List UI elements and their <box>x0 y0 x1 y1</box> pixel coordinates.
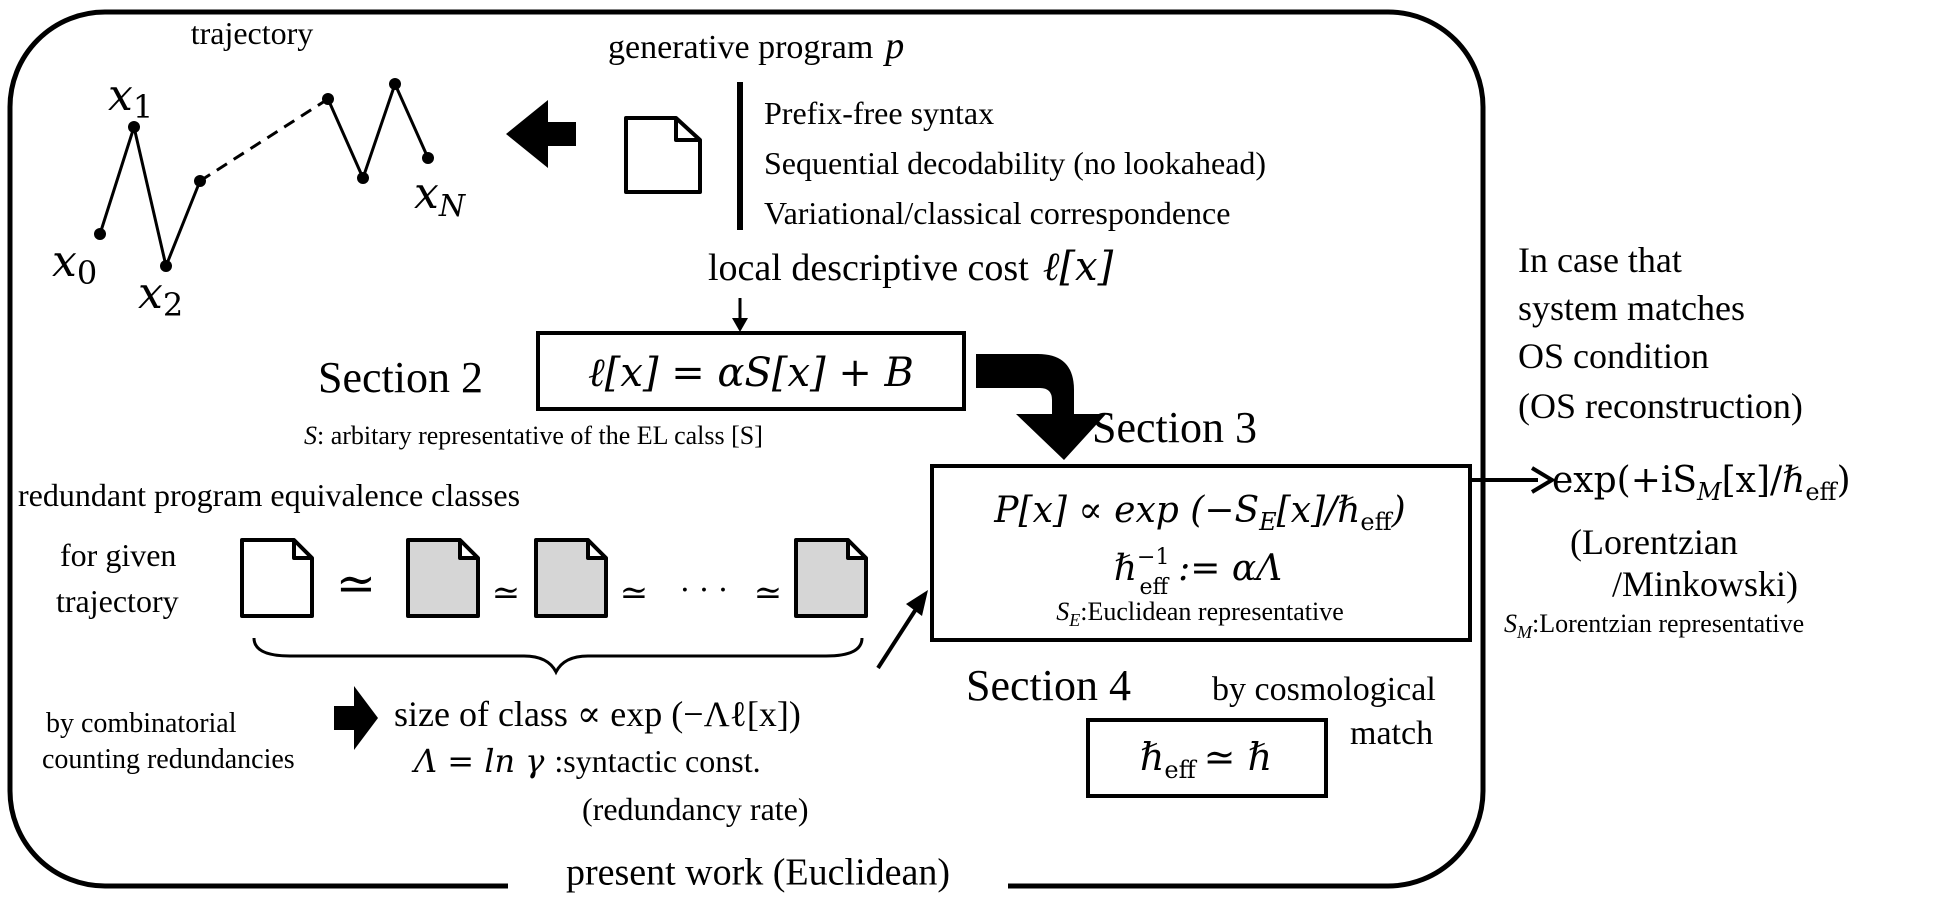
trajectory-point <box>322 93 334 105</box>
lorentzian-label-1: (Lorentzian <box>1570 522 1738 562</box>
redundancy-to-section3-arrow-head <box>906 590 928 616</box>
case-line-2: system matches <box>1518 288 1745 328</box>
case-line-4: (OS reconstruction) <box>1518 386 1803 426</box>
trajectory-point <box>357 172 369 184</box>
lambda-definition: Λ = ln γ:syntactic const. <box>411 742 761 780</box>
case-line-1: In case that <box>1518 240 1682 280</box>
trajectory-point <box>94 228 106 240</box>
section4-by-text-2: match <box>1350 715 1433 752</box>
counting-line-2: counting redundancies <box>42 744 295 775</box>
trajectory-point <box>128 121 140 133</box>
cost-down-arrow-head <box>732 318 748 332</box>
section4-formula-box <box>1086 718 1328 798</box>
for-given-line-2: trajectory <box>56 583 179 619</box>
lorentzian-formula: exp(+iSM[x]/ℏeff) <box>1552 460 1851 506</box>
section4-title: Section 4 <box>966 661 1131 710</box>
case-line-3: OS condition <box>1518 336 1709 376</box>
trajectory-point <box>422 152 434 164</box>
simeq-symbol: ≃ <box>492 573 521 613</box>
redundant-document-icon <box>406 538 480 618</box>
condition-prefix-free: Prefix-free syntax <box>764 95 994 131</box>
trajectory-point <box>194 175 206 187</box>
label-x2: x2 <box>138 268 183 324</box>
redundancy-title: redundant program equivalence classes <box>18 477 520 513</box>
frame-label-gap <box>508 870 1008 900</box>
section4-formula: ℏeff≃ ℏ <box>1140 735 1272 784</box>
section3-title: Section 3 <box>1092 403 1257 452</box>
redundant-document-icon <box>534 538 608 618</box>
section2-formula-box <box>536 331 966 411</box>
lorentzian-label-2: /Minkowski) <box>1612 564 1798 604</box>
equivalence-brace <box>252 637 864 676</box>
program-document-icon <box>624 116 702 194</box>
dots-symbol: · · · <box>680 573 728 608</box>
os-reconstruction-arrow-head <box>1530 466 1556 494</box>
trajectory-point <box>160 260 172 272</box>
trajectory-path <box>98 79 430 272</box>
simeq-symbol: ≃ <box>620 573 649 613</box>
section3-formula-main: P[x] ∝ exp (−SE[x]/ℏeff) <box>993 490 1405 536</box>
generate-arrow <box>506 100 576 168</box>
size-of-class-formula: size of class ∝ exp (−Λℓ[x]) <box>394 694 801 734</box>
lorentzian-note: SM:Lorentzian representative <box>1504 609 1804 642</box>
program-document-icon <box>240 538 314 618</box>
lambda-note-2: (redundancy rate) <box>582 791 809 827</box>
trajectory-point <box>389 78 401 90</box>
trajectory-title: trajectory <box>191 15 314 51</box>
counting-line-1: by combinatorial <box>46 708 237 739</box>
section2-formula: ℓ[x] = αS[x] + B <box>588 350 914 396</box>
section2-title: Section 2 <box>318 353 483 402</box>
label-xN: xN <box>414 168 467 224</box>
frame-label: present work (Euclidean) <box>566 852 950 894</box>
section2-note: S: arbitary representative of the EL cal… <box>304 421 763 450</box>
simeq-symbol: ≃ <box>754 573 783 613</box>
counting-arrow <box>334 686 378 750</box>
condition-variational: Variational/classical correspondence <box>764 195 1230 231</box>
redundancy-to-section3-arrow-shaft <box>876 604 920 670</box>
simeq-symbol: ≃ <box>336 556 376 612</box>
section2-to-section3-arrow <box>976 354 1106 460</box>
condition-sequential: Sequential decodability (no lookahead) <box>764 145 1266 181</box>
trajectory-points <box>94 78 434 272</box>
label-x1: x1 <box>108 70 153 126</box>
for-given-line-1: for given <box>60 537 176 573</box>
redundant-document-icon <box>794 538 868 618</box>
section3-note: SE:Euclidean representative <box>1056 597 1343 630</box>
label-x0: x0 <box>52 236 97 292</box>
section4-by-text-1: by cosmological <box>1212 671 1436 708</box>
section3-formula-box <box>930 464 1472 642</box>
